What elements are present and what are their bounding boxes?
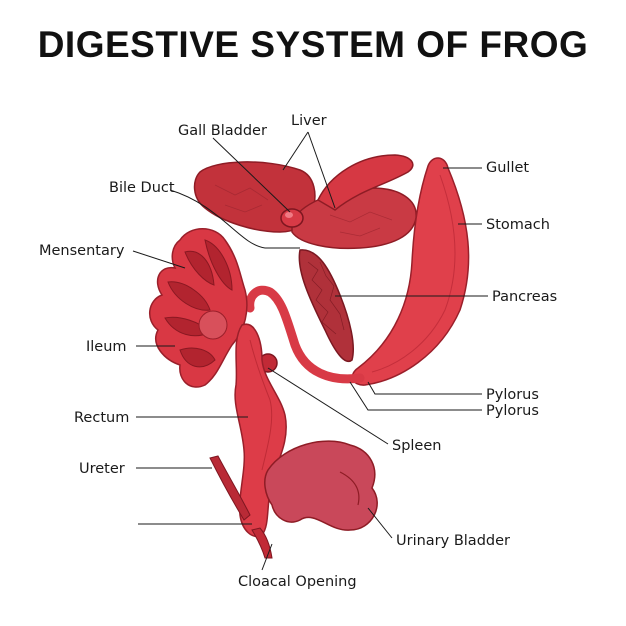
label-cloacal-opening: Cloacal Opening	[238, 574, 357, 590]
liver-texture	[214, 184, 393, 237]
pancreas-texture	[307, 261, 345, 335]
pancreas	[298, 249, 355, 363]
label-pancreas: Pancreas	[492, 289, 557, 305]
label-urinary-bladder: Urinary Bladder	[396, 533, 510, 549]
label-pylorus-2: Pylorus	[486, 403, 539, 419]
leader-lines	[132, 131, 488, 571]
duodenum	[245, 285, 365, 384]
leader-urinary-bladder	[367, 507, 393, 539]
label-pylorus-1: Pylorus	[486, 387, 539, 403]
label-liver: Liver	[291, 113, 327, 129]
urinary-bladder-fold	[339, 471, 360, 506]
label-rectum: Rectum	[74, 410, 129, 426]
leader-pylorus-1	[367, 381, 482, 395]
label-ureter: Ureter	[79, 461, 125, 477]
ureter	[209, 455, 251, 521]
rectum-shade	[249, 339, 273, 471]
cloacal-opening	[251, 527, 273, 559]
label-bile-duct: Bile Duct	[109, 180, 175, 196]
label-gullet: Gullet	[486, 160, 529, 176]
label-stomach: Stomach	[486, 217, 550, 233]
label-mensentary: Mensentary	[39, 243, 125, 259]
urinary-bladder	[264, 440, 378, 531]
mesentery-folds	[164, 239, 233, 368]
leader-pylorus-2	[349, 381, 482, 411]
liver-upper-lobe	[317, 154, 414, 211]
leader-cloacal-opening	[261, 543, 273, 571]
label-spleen: Spleen	[392, 438, 441, 454]
stomach-shade	[371, 174, 456, 373]
leader-gall-bladder	[212, 137, 291, 213]
gall-bladder	[280, 208, 304, 228]
diagram-title: DIGESTIVE SYSTEM OF FROG	[37, 24, 589, 65]
gall-bladder-highlight	[285, 212, 293, 218]
leader-spleen	[267, 367, 389, 445]
leader-liver-b	[307, 131, 336, 209]
ileum-knot	[198, 310, 228, 340]
leader-mensentary	[132, 250, 186, 269]
label-ileum: Ileum	[86, 339, 127, 355]
leader-bile-duct	[169, 189, 300, 249]
leader-liver-a	[282, 131, 309, 171]
label-gall-bladder: Gall Bladder	[178, 123, 267, 139]
